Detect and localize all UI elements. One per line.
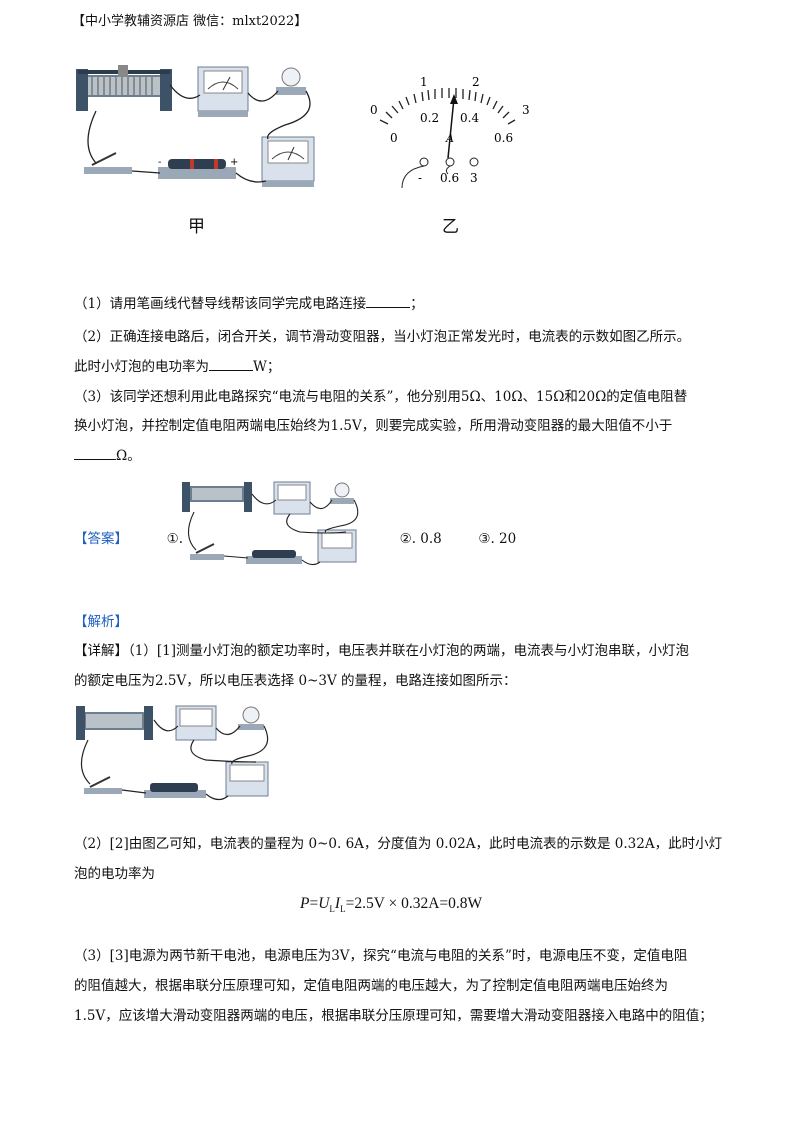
answer-circuit-diagram — [182, 481, 359, 566]
analysis-1-line-2: 的额定电压为2.5V，所以电压表选择 0~3V 的量程，电路连接如图所示： — [74, 673, 517, 689]
voltmeter-icon — [197, 66, 249, 117]
question-2-line-1: （2）正确连接电路后，闭合开关，调节滑动变阻器，当小灯泡正常发光时，电流表的示数… — [74, 329, 691, 345]
power-formula: P=ULIL=2.5V × 0.32A=0.8W — [300, 895, 483, 915]
battery-minus: - — [158, 157, 161, 168]
scale-bottom-2: 0.4 — [460, 111, 479, 125]
terminal-06: 0.6 — [440, 171, 459, 185]
figure-caption-jia: 甲 — [188, 217, 205, 237]
scale-top-2: 2 — [472, 75, 480, 89]
answer-row: 【答案】 ①. ②. 0.8 ③. 20 — [74, 525, 734, 554]
answer-blank-2 — [209, 356, 253, 371]
figure-caption-yi: 乙 — [442, 217, 459, 237]
circuit-diagram-jia: - + — [76, 65, 315, 187]
scale-bottom-1: 0.2 — [420, 111, 439, 125]
answer-item-2: ②. 0.8 — [399, 531, 442, 547]
terminal-3: 3 — [470, 171, 478, 185]
scale-bottom-0: 0 — [390, 131, 398, 145]
question-3-line-1: （3）该同学还想利用此电路探究“电流与电阻的关系”，他分别用5Ω、10Ω、15Ω… — [74, 389, 688, 405]
answer-blank-3 — [74, 445, 116, 460]
analysis-2-line-2: 泡的电功率为 — [74, 866, 155, 882]
analysis-1-line-1: 【详解】（1）[1]测量小灯泡的额定功率时，电压表并联在小灯泡的两端，电流表与小… — [74, 643, 689, 659]
analysis-2-line-1: （2）[2]由图乙可知，电流表的量程为 0~0. 6A，分度值为 0.02A，此… — [74, 836, 723, 852]
question-1: （1）请用笔画线代替导线帮该同学完成电路连接； — [74, 290, 734, 319]
analysis-circuit-diagram — [76, 705, 269, 801]
question-3-line-3: Ω。 — [74, 442, 734, 471]
analysis-label: 【解析】 — [74, 614, 128, 630]
scale-unit: A — [445, 132, 454, 145]
lamp-icon — [276, 67, 306, 95]
analysis-3-line-2: 的阻值越大，根据串联分压原理可知，定值电阻两端的电压越大，为了控制定值电阻两端电… — [74, 978, 668, 994]
battery-icon: - + — [158, 157, 238, 179]
answer-label: 【答案】 — [74, 531, 128, 547]
analysis-3-line-1: （3）[3]电源为两节新干电池，电源电压为3V，探究“电流与电阻的关系”时，电源… — [74, 948, 688, 964]
scale-top-0: 0 — [370, 103, 378, 117]
ammeter-icon — [261, 136, 315, 187]
rheostat-icon — [76, 65, 172, 111]
question-3-line-2: 换小灯泡，并控制定值电阻两端电压始终为1.5V，则要完成实验，所用滑动变阻器的最… — [74, 418, 673, 434]
terminal-minus: - — [418, 171, 422, 185]
answer-item-3: ③. 20 — [478, 531, 517, 547]
answer-blank-1 — [366, 293, 411, 308]
scale-bottom-3: 0.6 — [494, 131, 513, 145]
page-header: 【中小学教辅资源店 微信：mlxt2022】 — [72, 14, 308, 29]
analysis-3-line-3: 1.5V，应该增大滑动变阻器两端的电压，根据串联分压原理可知，需要增大滑动变阻器… — [74, 1008, 713, 1024]
scale-top-3: 3 — [522, 103, 530, 117]
answer-item-1: ①. — [166, 531, 183, 547]
ammeter-scale-yi: 0 1 2 3 0 0.2 0.4 0.6 A - 0.6 3 — [370, 75, 530, 189]
battery-plus: + — [230, 157, 238, 168]
scale-top-1: 1 — [420, 75, 428, 89]
